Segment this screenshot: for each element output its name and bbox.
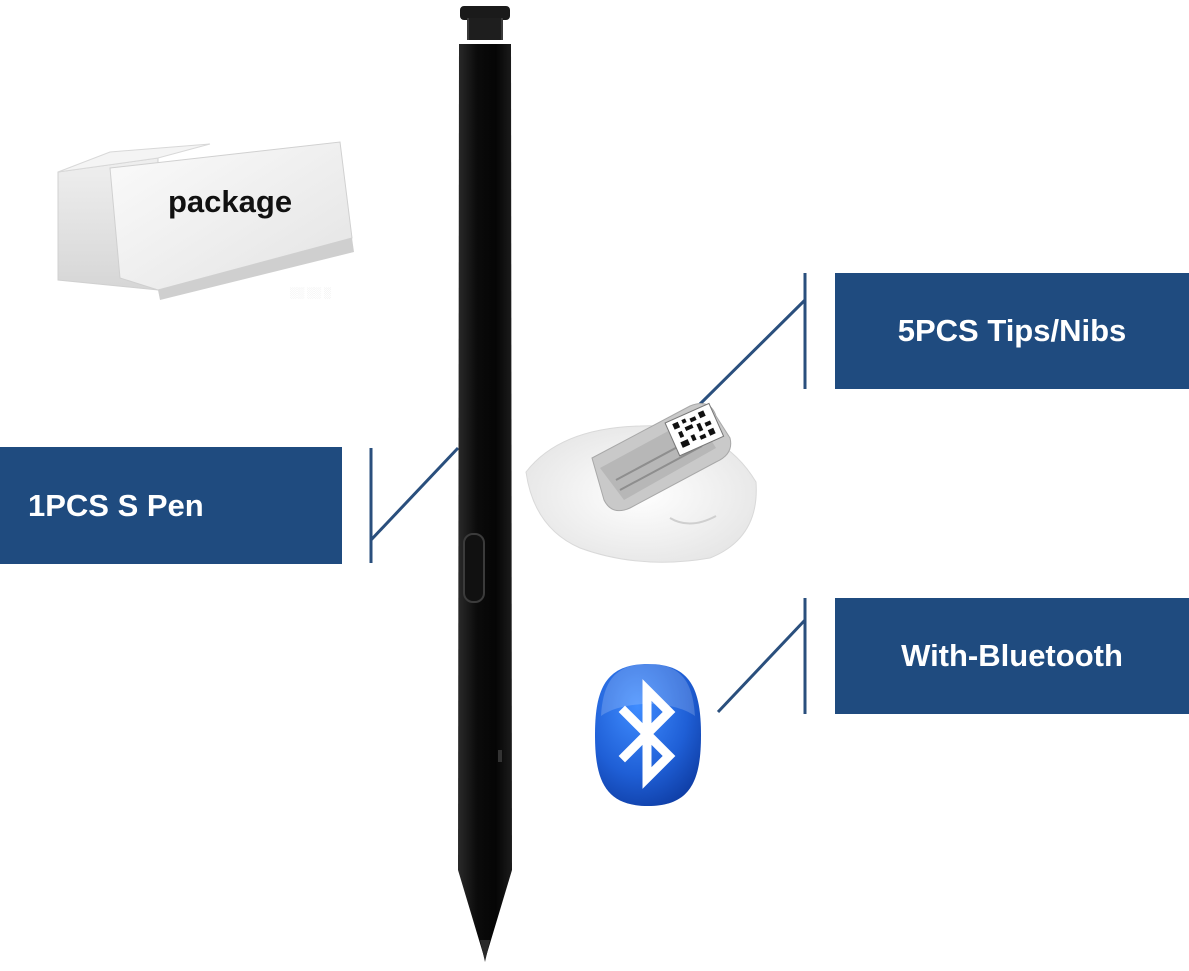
bluetooth-label: With-Bluetooth xyxy=(835,598,1189,714)
package-label: package xyxy=(168,184,293,219)
bluetooth-image xyxy=(593,660,703,810)
stylus-pen-icon xyxy=(458,6,512,962)
pen-label: 1PCS S Pen xyxy=(0,447,342,564)
package-box-icon: ░░ ░░ ░ xyxy=(57,141,354,300)
bluetooth-icon xyxy=(595,664,701,806)
package-image: ░░ ░░ ░ package xyxy=(40,140,360,300)
tips-label: 5PCS Tips/Nibs xyxy=(835,273,1189,389)
tips-connector-diagonal xyxy=(698,298,807,406)
stylus-pen-image xyxy=(440,0,530,966)
bt-connector-diagonal xyxy=(716,618,807,714)
nib-bag-icon xyxy=(525,402,757,563)
svg-text:░░ ░░ ░: ░░ ░░ ░ xyxy=(290,287,331,299)
nibs-image xyxy=(520,398,765,568)
